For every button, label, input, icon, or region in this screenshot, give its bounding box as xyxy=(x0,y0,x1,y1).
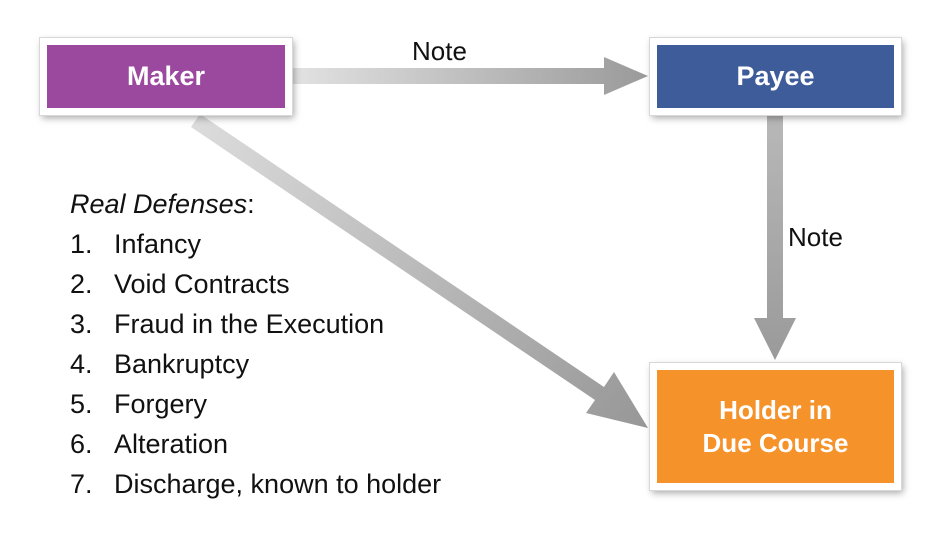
defense-item: 3. Fraud in the Execution xyxy=(70,304,441,344)
defense-items: 1. Infancy 2. Void Contracts 3. Fraud in the … xyxy=(70,224,441,504)
arrow-maker-to-holder xyxy=(191,114,648,428)
defense-item-text: Fraud in the Execution xyxy=(114,309,385,339)
arrow-maker-to-payee xyxy=(292,57,648,95)
real-defenses-list: Real Defenses: 1. Infancy 2. Void Contracts… xyxy=(70,184,441,504)
defense-item: 4. Bankruptcy xyxy=(70,344,441,384)
edge-label-payee-holder: Note xyxy=(788,222,843,252)
defense-item: 1. Infancy xyxy=(70,224,441,264)
payee-node: Payee xyxy=(650,38,901,115)
defense-item: 2. Void Contracts xyxy=(70,264,441,304)
holder-in-due-course-node: Holder in Due Course xyxy=(650,363,901,490)
defense-item-number: 5. xyxy=(70,389,93,419)
defense-item: 5. Forgery xyxy=(70,384,441,424)
defense-item-text: Forgery xyxy=(114,389,208,419)
defense-item-number: 3. xyxy=(70,309,93,339)
defense-item-text: Bankruptcy xyxy=(114,349,250,379)
defense-item-text: Discharge, known to holder xyxy=(114,469,442,499)
defense-item-number: 6. xyxy=(70,429,93,459)
defense-item-text: Alteration xyxy=(114,429,229,459)
holder-label-line-1: Holder in xyxy=(719,395,832,425)
defense-item-text: Infancy xyxy=(114,229,202,259)
maker-node: Maker xyxy=(40,38,292,115)
defense-item-number: 4. xyxy=(70,349,93,379)
payee-label: Payee xyxy=(736,60,815,91)
holder-label-line-2: Due Course xyxy=(702,427,849,458)
real-defenses-heading: Real Defenses: xyxy=(70,184,441,224)
real-defenses-colon: : xyxy=(247,189,255,219)
defense-item: 7. Discharge, known to holder xyxy=(70,464,441,504)
defense-item: 6. Alteration xyxy=(70,424,441,464)
real-defenses-title: Real Defenses xyxy=(70,189,248,219)
arrow-payee-to-holder xyxy=(754,116,796,360)
defense-item-text: Void Contracts xyxy=(114,269,290,299)
maker-label: Maker xyxy=(126,60,206,91)
edge-label-maker-payee: Note xyxy=(412,36,467,66)
defense-item-number: 2. xyxy=(70,269,93,299)
defense-item-number: 1. xyxy=(70,229,93,259)
defense-item-number: 7. xyxy=(70,469,93,499)
